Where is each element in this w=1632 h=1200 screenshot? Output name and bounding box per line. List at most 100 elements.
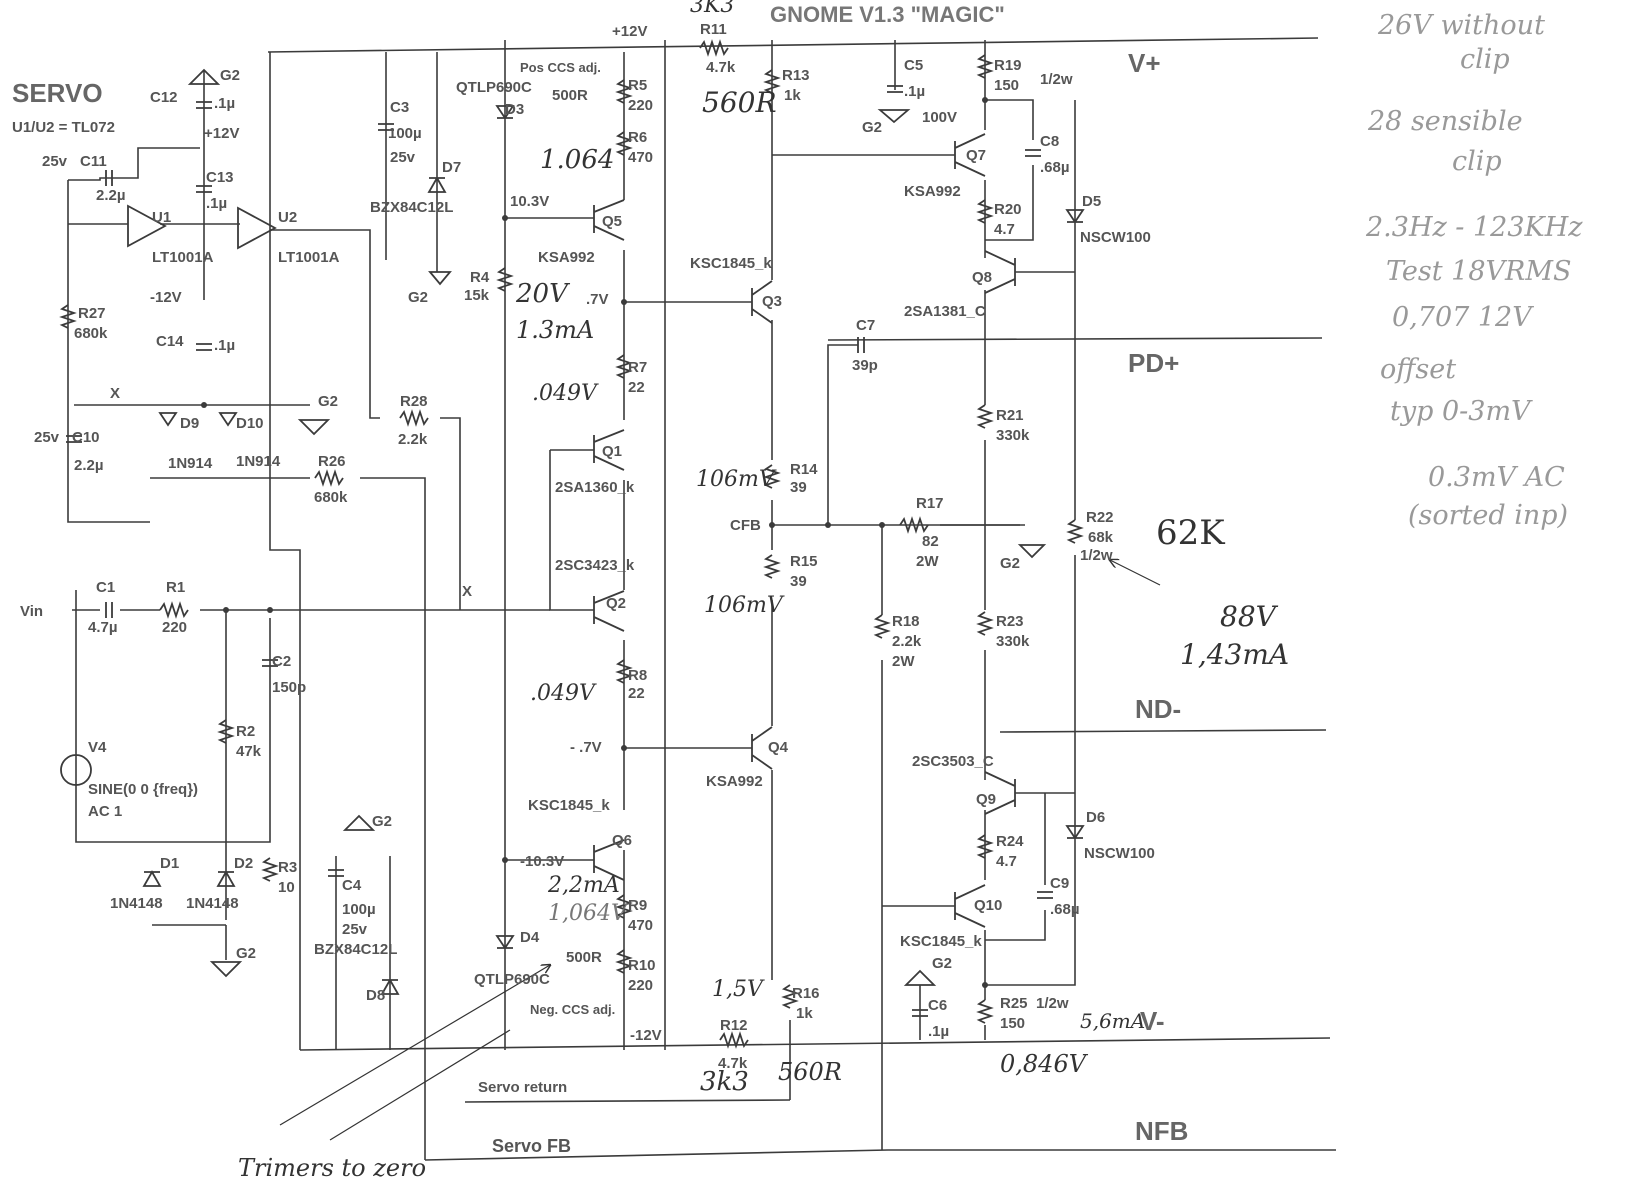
- svg-text:.1µ: .1µ: [206, 195, 227, 212]
- svg-text:1,43mA: 1,43mA: [1180, 638, 1289, 671]
- servo-c11-loop: [68, 147, 200, 181]
- svg-text:2W: 2W: [892, 653, 915, 670]
- svg-text:D7: D7: [442, 159, 461, 176]
- svg-text:68k: 68k: [1088, 529, 1114, 546]
- pot-neg-label: Neg. CCS adj.: [530, 1002, 615, 1017]
- node-q6b: [502, 857, 508, 863]
- svg-text:R8: R8: [628, 667, 647, 684]
- svg-text:2SC3423_k: 2SC3423_k: [555, 557, 635, 574]
- svg-text:470: 470: [628, 149, 653, 166]
- svg-text:BZX84C12L: BZX84C12L: [370, 199, 453, 216]
- svg-text:26V without: 26V without: [1377, 10, 1545, 41]
- svg-text:Q4: Q4: [768, 739, 789, 756]
- svg-text:106mV: 106mV: [696, 467, 777, 492]
- svg-text:150p: 150p: [272, 679, 306, 696]
- v4-source-symbol: [60, 754, 92, 786]
- rail-nfb-label: NFB: [1135, 1116, 1188, 1146]
- rail-vminus-label: V-: [1140, 1006, 1165, 1036]
- svg-text:R25: R25: [1000, 995, 1028, 1012]
- svg-text:C14: C14: [156, 333, 184, 350]
- svg-text:25v: 25v: [342, 921, 368, 938]
- svg-text:1N4148: 1N4148: [186, 895, 239, 912]
- svg-text:100µ: 100µ: [388, 125, 422, 142]
- rail-vplus-wire: [267, 37, 1319, 53]
- cfb-label: CFB: [730, 517, 761, 534]
- svg-text:R22: R22: [1086, 509, 1114, 526]
- svg-text:Q5: Q5: [602, 213, 622, 230]
- svg-text:D1: D1: [160, 855, 179, 872]
- p12-label-top: +12V: [612, 23, 647, 40]
- svg-text:Q9: Q9: [976, 791, 996, 808]
- svg-text:10: 10: [278, 879, 295, 896]
- svg-text:4.7k: 4.7k: [706, 59, 736, 76]
- svg-text:QTLP690C: QTLP690C: [456, 79, 532, 96]
- svg-text:R15: R15: [790, 553, 818, 570]
- svg-text:1/2w: 1/2w: [1036, 995, 1069, 1012]
- svg-text:0.3mV AC: 0.3mV AC: [1428, 462, 1565, 493]
- svg-text:22: 22: [628, 685, 645, 702]
- g2-label-7: G2: [932, 955, 952, 972]
- servo-u2-feedback: [269, 52, 301, 1050]
- svg-text:R10: R10: [628, 957, 656, 974]
- svg-text:C8: C8: [1040, 133, 1059, 150]
- svg-text:560R: 560R: [778, 1058, 842, 1086]
- n12-label-servo: -12V: [150, 289, 182, 306]
- svg-text:1.064: 1.064: [540, 145, 614, 175]
- v4-ac: AC 1: [88, 803, 122, 820]
- svg-text:2.2µ: 2.2µ: [96, 187, 126, 204]
- svg-text:R19: R19: [994, 57, 1022, 74]
- svg-text:2.3Hz - 123KHz: 2.3Hz - 123KHz: [1365, 212, 1583, 243]
- schematic-title: GNOME V1.3 "MAGIC": [770, 2, 1005, 27]
- svg-text:C13: C13: [206, 169, 234, 186]
- vin-label: Vin: [20, 603, 43, 620]
- vm103-label: -10.3V: [520, 853, 564, 870]
- svg-text:220: 220: [162, 619, 187, 636]
- svg-text:Q7: Q7: [966, 147, 986, 164]
- svg-text:QTLP690C: QTLP690C: [474, 971, 550, 988]
- diode-symbols: [142, 105, 1085, 995]
- svg-text:C5: C5: [904, 57, 923, 74]
- svg-text:Q3: Q3: [762, 293, 782, 310]
- svg-text:LT1001A: LT1001A: [152, 249, 214, 266]
- component-labels: U1 LT1001A U2 LT1001A C12 .1µ 25v C11 2.…: [34, 21, 1155, 1072]
- r22-column: [985, 555, 1076, 986]
- svg-text:C7: C7: [856, 317, 875, 334]
- svg-text:BZX84C12L: BZX84C12L: [314, 941, 397, 958]
- servo-return-wire: [464, 1099, 791, 1103]
- svg-text:2SA1360_k: 2SA1360_k: [555, 479, 635, 496]
- svg-text:R26: R26: [318, 453, 346, 470]
- svg-text:Q1: Q1: [602, 443, 622, 460]
- svg-text:62K: 62K: [1156, 513, 1225, 553]
- svg-text:100µ: 100µ: [342, 901, 376, 918]
- ground-symbols: [187, 68, 1047, 986]
- trimmer-arrow-2: [329, 1029, 511, 1141]
- svg-text:1k: 1k: [784, 87, 801, 104]
- svg-text:NSCW100: NSCW100: [1080, 229, 1151, 246]
- svg-text:Trimers to zero: Trimers to zero: [238, 1154, 426, 1182]
- svg-text:D8: D8: [366, 987, 385, 1004]
- svg-text:88V: 88V: [1220, 600, 1279, 633]
- svg-text:330k: 330k: [996, 427, 1030, 444]
- svg-text:D6: D6: [1086, 809, 1105, 826]
- q1-q2-bases: [549, 450, 594, 611]
- svg-text:LT1001A: LT1001A: [278, 249, 340, 266]
- node-c2: [267, 607, 273, 613]
- servo-u2-out: [270, 229, 380, 419]
- svg-text:D3: D3: [505, 101, 524, 118]
- svg-text:3k3: 3k3: [700, 1067, 749, 1097]
- svg-text:C6: C6: [928, 997, 947, 1014]
- g2-label-1: G2: [220, 67, 240, 84]
- rail-vminus-wire: [299, 1037, 1331, 1051]
- svg-text:R11: R11: [700, 21, 727, 38]
- p12-label-servo: +12V: [204, 125, 239, 142]
- opamp-u2-symbol: [237, 206, 277, 250]
- svg-text:R12: R12: [720, 1017, 748, 1034]
- svg-text:.1µ: .1µ: [928, 1023, 949, 1040]
- svg-text:22: 22: [628, 379, 645, 396]
- svg-text:39: 39: [790, 573, 807, 590]
- svg-text:C9: C9: [1050, 875, 1069, 892]
- svg-text:82: 82: [922, 533, 939, 550]
- svg-text:Q2: Q2: [606, 595, 626, 612]
- svg-text:C10: C10: [72, 429, 100, 446]
- servo-r28-to-x: [440, 417, 461, 610]
